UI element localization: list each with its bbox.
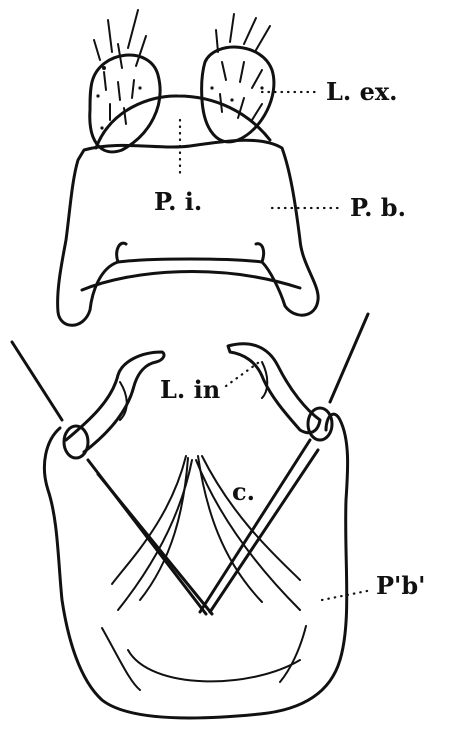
label-processus-basalis: P. b. [350, 193, 406, 222]
label-processus-intermedius: P. i. [154, 187, 202, 216]
crossing-rods [88, 440, 318, 614]
left-lobus-externus [90, 10, 160, 152]
left-long-bristle [12, 342, 62, 420]
label-lobus-internus: L. in [160, 375, 220, 404]
processus-basalis-outline [58, 140, 319, 325]
right-long-bristle [330, 314, 368, 402]
upper-structure [58, 10, 319, 325]
paramere-inner-arc [128, 650, 300, 681]
left-lobus-internus [66, 352, 164, 452]
right-lobus-internus [228, 344, 320, 433]
right-lobus-externus [202, 14, 274, 142]
leader-l-in [226, 360, 262, 386]
label-paramere-basis: P'b' [376, 571, 426, 600]
label-c: c. [232, 477, 255, 506]
processus-basalis-inner-line [82, 272, 300, 290]
label-lobus-externus: L. ex. [326, 77, 398, 106]
